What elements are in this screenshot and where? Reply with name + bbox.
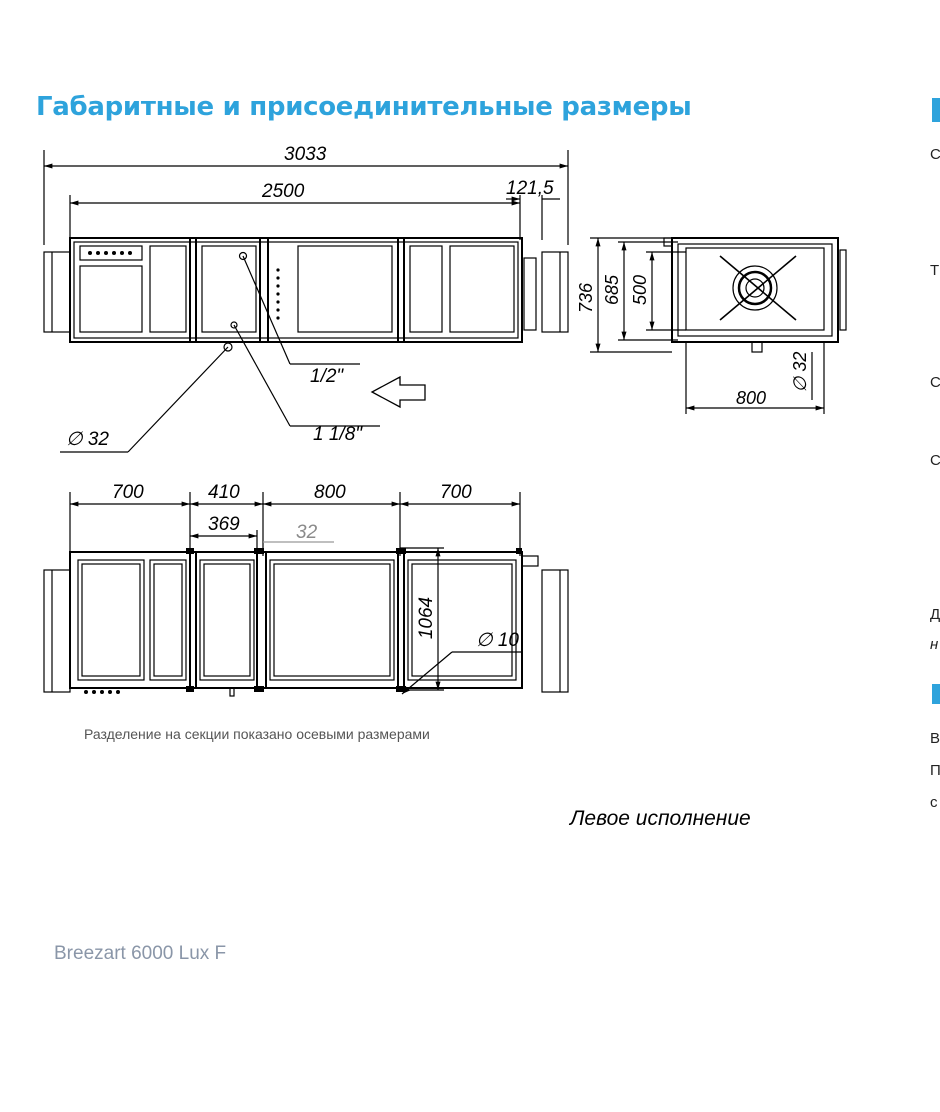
dim-height-duct: 500 bbox=[630, 275, 650, 305]
end-view-labels: 736 685 500 800 ∅ 32 bbox=[576, 274, 810, 408]
dim-gap: 32 bbox=[296, 522, 318, 543]
cut-heading-block-2 bbox=[932, 684, 940, 704]
variant-label: Левое исполнение bbox=[570, 807, 751, 830]
top-view-labels: 3033 2500 121,5 1/2" 1 1/8" ∅ 32 bbox=[66, 144, 554, 450]
cut-heading-block bbox=[932, 98, 940, 122]
front-view bbox=[43, 492, 569, 697]
cut-letter: н bbox=[930, 636, 939, 653]
pipe-one-eighth: 1 1/8" bbox=[313, 424, 363, 445]
cut-letter: С bbox=[930, 374, 940, 391]
dim-section-4: 700 bbox=[440, 482, 472, 503]
dim-section-2: 410 bbox=[208, 482, 240, 503]
cut-letter: С bbox=[930, 452, 940, 469]
dim-front-height: 1064 bbox=[416, 597, 437, 639]
dim-body-length: 2500 bbox=[261, 181, 305, 202]
dim-flange: 121,5 bbox=[506, 178, 554, 199]
top-view bbox=[43, 150, 569, 453]
dim-section-1: 700 bbox=[112, 482, 144, 503]
cut-letter: с bbox=[930, 794, 938, 811]
cut-letter: С bbox=[930, 146, 940, 163]
front-view-labels: 700 410 800 700 369 32 1064 ∅ 10 bbox=[112, 482, 519, 651]
cut-letter: П bbox=[930, 762, 940, 779]
dim-height-body: 685 bbox=[602, 274, 622, 305]
end-drain-diameter: ∅ 32 bbox=[790, 352, 810, 393]
dim-sub-section: 369 bbox=[208, 514, 240, 535]
cut-letter: Т bbox=[930, 262, 940, 279]
dim-height-total: 736 bbox=[576, 282, 596, 313]
dim-width: 800 bbox=[736, 388, 766, 408]
dim-overall-length: 3033 bbox=[284, 144, 327, 165]
footer-model-name: Breezart 6000 Lux F bbox=[54, 943, 227, 964]
dim-section-3: 800 bbox=[314, 482, 346, 503]
end-view bbox=[590, 237, 847, 414]
section-note: Разделение на секции показано осевыми ра… bbox=[84, 726, 430, 742]
cut-letter: В bbox=[930, 730, 940, 747]
drain-diameter: ∅ 32 bbox=[66, 429, 109, 450]
page-heading: Габаритные и присоединительные размеры bbox=[36, 92, 692, 122]
dim-bolt: ∅ 10 bbox=[476, 630, 519, 651]
cut-letter: Д bbox=[930, 606, 940, 623]
pipe-half-inch: 1/2" bbox=[310, 366, 344, 387]
